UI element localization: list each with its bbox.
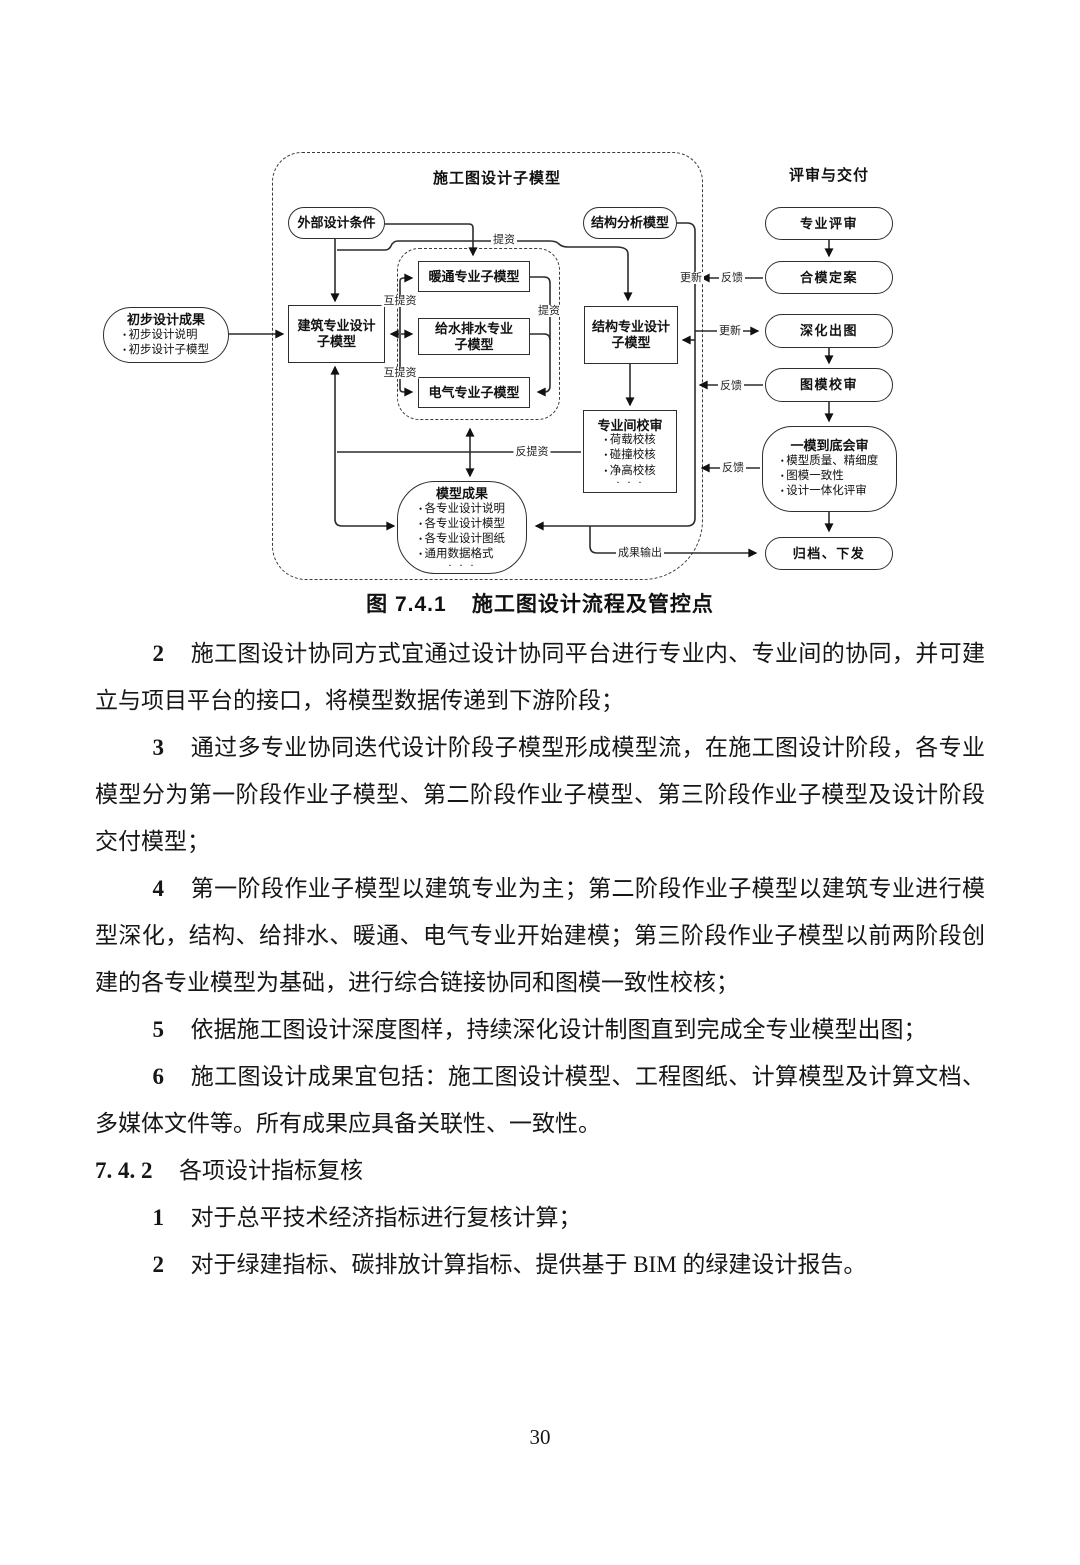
edge-label-chengguo-output: 成果输出: [616, 546, 664, 560]
node-hvac-submodel: 暖通专业子模型: [418, 261, 530, 292]
edge-label-hutizi-lower: 互提资: [381, 366, 419, 380]
node-plumbing-submodel: 给水排水专业 子模型: [418, 318, 530, 355]
edge-label-hutizi-upper: 互提资: [381, 294, 419, 308]
figure-caption: 图 7.4.1 施工图设计流程及管控点: [0, 588, 1080, 618]
edge-label-gengxin-shenhua: 更新: [717, 324, 743, 338]
node-structural-design-submodel: 结构专业设计 子模型: [584, 306, 678, 364]
node-external-design-conditions: 外部设计条件: [288, 207, 385, 239]
node-detail-drawing-output: 深化出图: [765, 314, 893, 348]
edge-label-tizi-inner: 提资: [536, 304, 562, 318]
node-model-results: 模型成果 各专业设计说明 各专业设计模型 各专业设计图纸 通用数据格式 · · …: [397, 481, 527, 574]
flow-connectors: [228, 222, 834, 558]
node-architecture-design-submodel: 建筑专业设计 子模型: [288, 305, 385, 363]
node-one-model-review: 一模到底会审 模型质量、精细度 图模一致性 设计一体化评审: [762, 426, 897, 512]
edge-label-gengxin-hemu: 更新: [678, 271, 704, 285]
group-title-construction-submodel: 施工图设计子模型: [432, 170, 561, 187]
node-archive-distribute: 归档、下发: [765, 537, 893, 570]
figure-caption-number: 图 7.4.1: [366, 593, 447, 616]
node-interdisciplinary-review: 专业间校审 荷载校核 碰撞校核 净高校核 · · ·: [583, 410, 677, 493]
edge-label-fankui-tumo: 反馈: [718, 379, 744, 393]
edge-label-fantizi: 反提资: [513, 445, 551, 459]
figure-caption-title: 施工图设计流程及管控点: [471, 593, 714, 616]
node-professional-review: 专业评审: [765, 207, 893, 240]
node-model-finalize: 合模定案: [765, 261, 893, 294]
edge-label-tizi-top: 提资: [491, 233, 517, 247]
page-number: 30: [529, 1425, 551, 1449]
node-preliminary-design-results: 初步设计成果 初步设计说明 初步设计子模型: [103, 307, 229, 363]
figure-7-4-1: 施工图设计子模型 评审与交付 初步设计成果 初步设计说明 初步设计子模型 外部设…: [0, 0, 1080, 585]
node-electrical-submodel: 电气专业子模型: [418, 377, 530, 408]
node-structural-analysis-model: 结构分析模型: [583, 207, 677, 239]
edge-label-fankui-yimo: 反馈: [720, 461, 746, 475]
node-drawing-model-review: 图模校审: [765, 368, 893, 402]
group-title-review-delivery: 评审与交付: [788, 167, 869, 184]
construction-drawing-submodel-group-border: [272, 152, 703, 580]
edge-label-fankui-hemu: 反馈: [719, 271, 745, 285]
